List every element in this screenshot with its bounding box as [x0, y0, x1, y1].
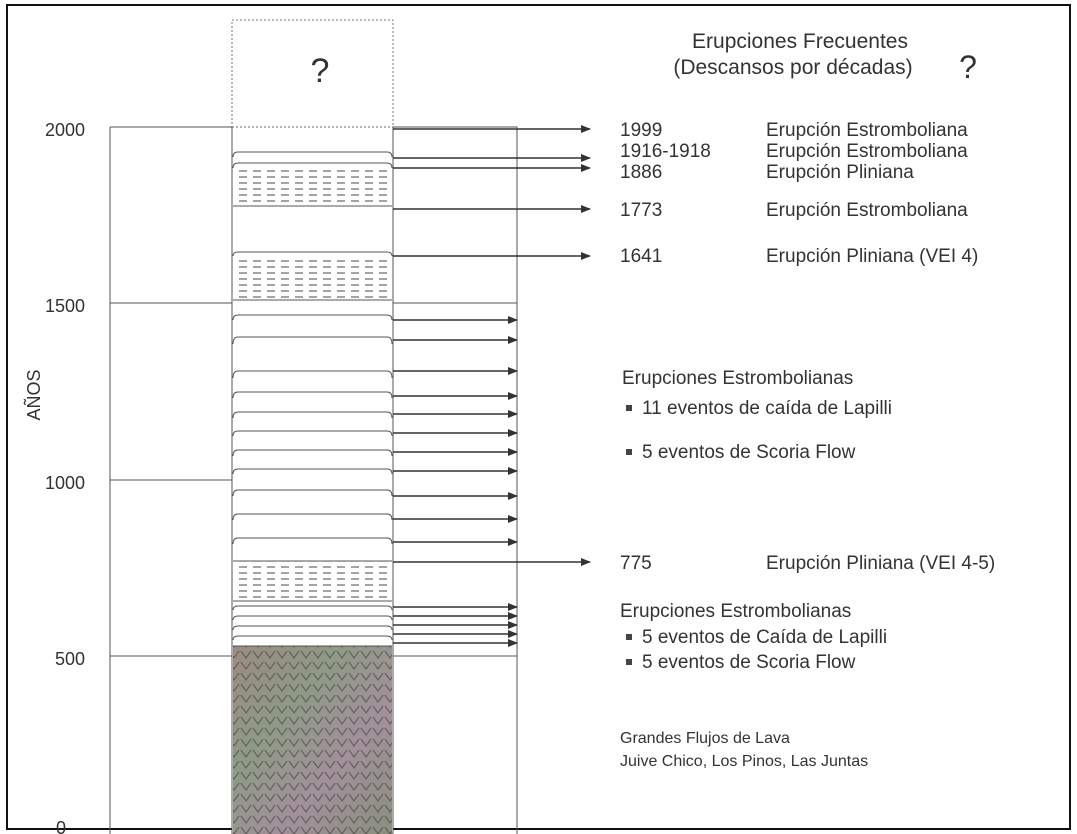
event-year-1886: 1886 [620, 162, 662, 183]
header-title-line1: Erupciones Frecuentes [692, 30, 908, 53]
lava-flows-title: Grandes Flujos de Lava [620, 730, 790, 747]
axis-label: AÑOS [23, 369, 44, 420]
event-type-1886: Erupción Pliniana [766, 162, 914, 183]
bullet-icon [626, 405, 632, 411]
plinian-band-775 [233, 561, 392, 601]
lava-flows-names: Juive Chico, Los Pinos, Las Juntas [620, 753, 868, 770]
axis-tick-1000: 1000 [45, 473, 85, 493]
group-lower-title: Erupciones Estrombolianas [620, 601, 851, 622]
bullet-icon [626, 449, 632, 455]
axis-tick-0: 0 [56, 818, 66, 834]
group-upper-item-2: 5 eventos de Scoria Flow [642, 442, 856, 463]
header-title-line2: (Descansos por décadas) [673, 56, 912, 79]
group-lower-item-2: 5 eventos de Scoria Flow [642, 652, 856, 673]
group-upper-title: Erupciones Estrombolianas [622, 368, 853, 389]
event-type-1916-1918: Erupción Estromboliana [766, 141, 968, 162]
axis-tick-1500: 1500 [45, 296, 85, 316]
bullet-icon [626, 659, 632, 665]
group-upper-item-1: 11 eventos de caída de Lapilli [642, 398, 892, 419]
right-box-outline [393, 126, 518, 834]
diagram-frame [6, 4, 1071, 830]
lava-flow-pattern [233, 646, 392, 834]
arrows [393, 125, 591, 647]
event-year-1999: 1999 [620, 120, 662, 141]
event-year-1641: 1641 [620, 246, 662, 267]
column-unknown-question: ? [311, 52, 330, 90]
event-type-775: Erupción Pliniana (VEI 4-5) [766, 553, 995, 574]
event-type-1641: Erupción Pliniana (VEI 4) [766, 246, 978, 267]
plinian-band-1886 [233, 168, 392, 206]
event-type-1773: Erupción Estromboliana [766, 200, 968, 221]
plinian-band-1641 [233, 256, 392, 300]
event-year-1773: 1773 [620, 200, 662, 221]
axis-tick-500: 500 [55, 649, 85, 669]
event-year-775: 775 [620, 553, 652, 574]
event-type-1999: Erupción Estromboliana [766, 120, 968, 141]
bullet-icon [626, 634, 632, 640]
axis-tick-2000: 2000 [45, 120, 85, 140]
layer-boundaries [232, 151, 393, 647]
group-lower-item-1: 5 eventos de Caída de Lapilli [642, 627, 887, 648]
header-question: ? [959, 49, 977, 85]
event-year-1916-1918: 1916-1918 [620, 141, 711, 162]
